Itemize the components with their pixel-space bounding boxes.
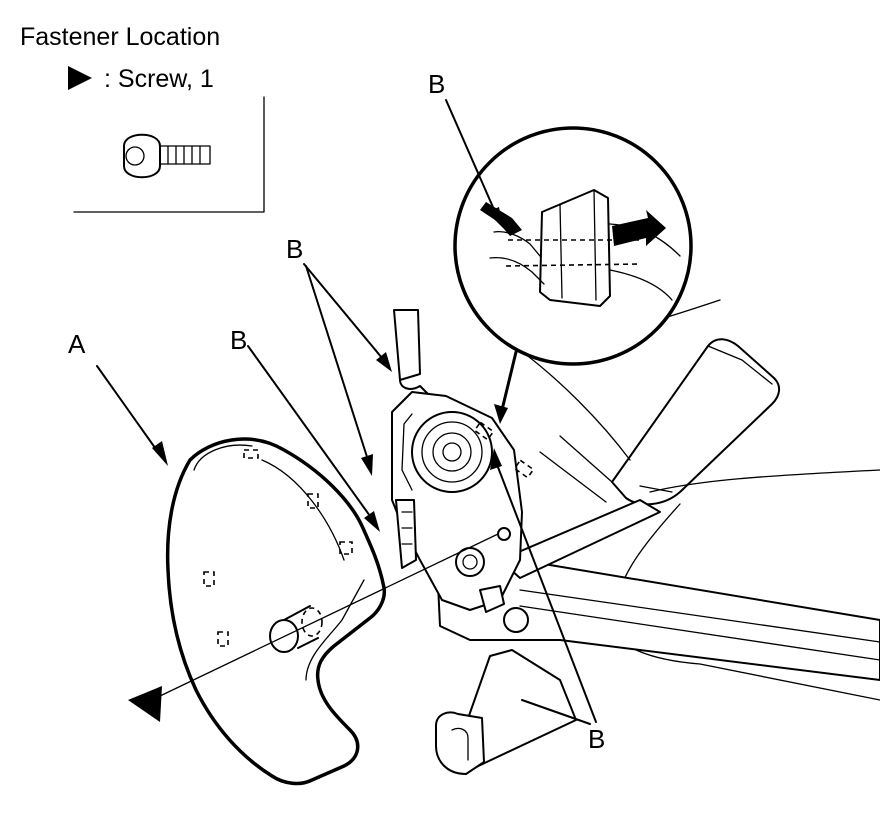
- seat-frame: [391, 299, 880, 775]
- seat-rail: [437, 559, 880, 681]
- screw-indicator-icon: [128, 686, 162, 722]
- legend-screw-label: : Screw, 1: [104, 65, 214, 93]
- callouts: [96, 99, 597, 725]
- trim-cover-body: [165, 437, 387, 786]
- legend-title: Fastener Location: [20, 23, 220, 51]
- clip-slot: [307, 493, 319, 509]
- screw-icon: [123, 133, 211, 179]
- clip-slot: [217, 631, 229, 647]
- label-b-middle: B: [230, 325, 247, 355]
- clip-slot: [243, 449, 259, 459]
- screw-indicator-icon: [68, 66, 92, 90]
- seat-belt-buckle: [611, 338, 780, 506]
- pull-arrow-icon: [612, 210, 666, 246]
- inset-clip: [539, 189, 611, 307]
- clip-slot: [339, 541, 353, 555]
- legend-box-border: [73, 96, 265, 213]
- recliner-hub: [411, 411, 493, 493]
- label-b-upper: B: [286, 234, 303, 264]
- clip-b-recliner-upper: [473, 421, 495, 441]
- label-b-inset: B: [428, 69, 445, 99]
- clip-slot: [203, 571, 215, 587]
- clip-b-recliner-lower: [513, 459, 535, 479]
- rail-bolt: [503, 607, 529, 633]
- label-a: A: [68, 329, 86, 359]
- fastener-legend: Fastener Location : Screw, 1: [20, 23, 265, 213]
- screw-hole: [497, 527, 511, 541]
- seat-back-frame: [393, 309, 421, 381]
- trim-cover-a: [165, 437, 387, 786]
- inset-pointer: [500, 350, 518, 412]
- clip-detail-inset: [453, 126, 693, 424]
- label-b-lower: B: [588, 724, 605, 754]
- screw-axis-line: [159, 533, 499, 697]
